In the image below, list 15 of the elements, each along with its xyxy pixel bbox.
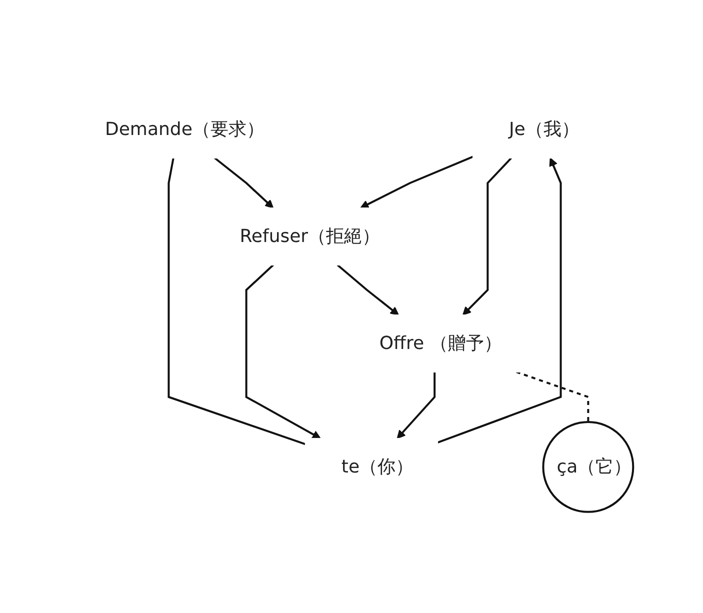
node-circle: ça（它） [542,421,635,513]
connector [516,371,590,422]
arrow [462,157,512,316]
arrow [337,264,400,316]
arrow [214,157,274,208]
arrow [397,372,436,439]
node-text: Offre （贈予） [380,333,502,354]
node-text: Demande（要求） [105,119,265,140]
node-text: te（你） [342,456,414,478]
arrow [360,156,474,208]
arrow [246,264,322,439]
node-text: Refuser（拒絕） [240,226,380,248]
node-text: Je（我） [509,119,580,140]
arrow [438,158,562,444]
connector [168,158,306,446]
